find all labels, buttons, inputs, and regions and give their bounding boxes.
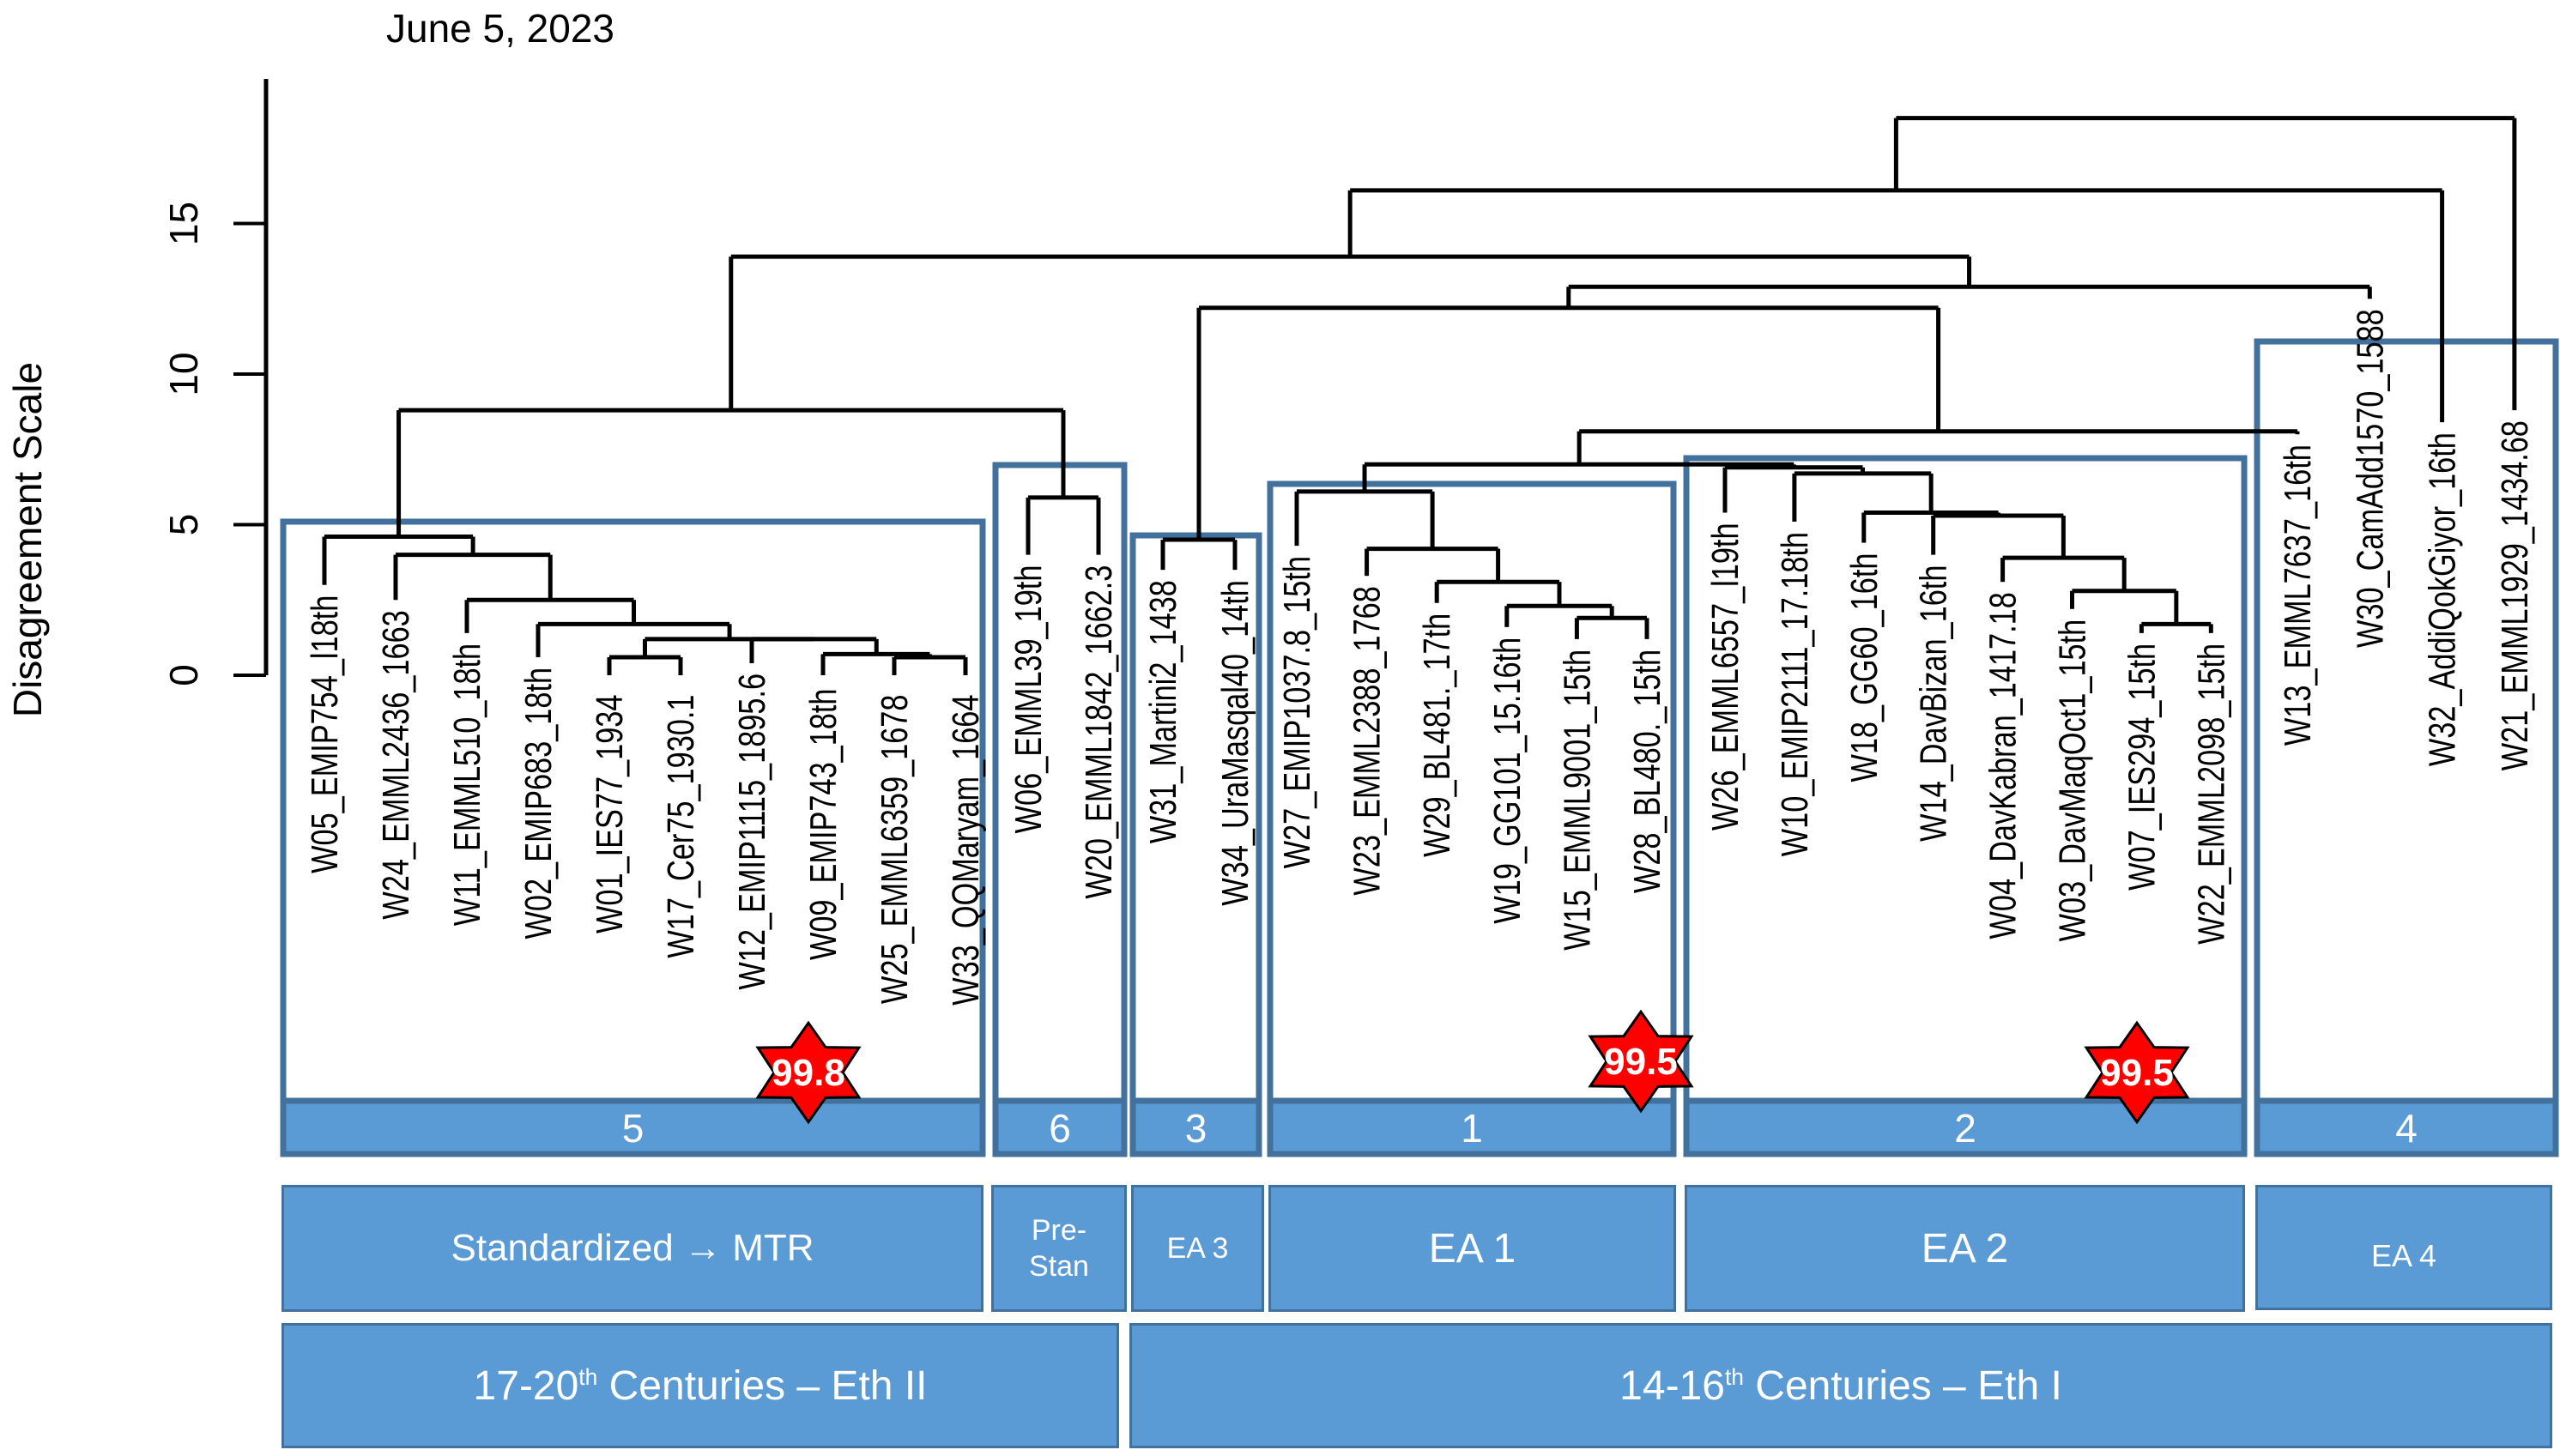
leaf-label: W20_EMML1842_1662.3 <box>1078 565 1120 899</box>
cluster-number-label: 4 <box>2395 1106 2418 1151</box>
leaf-label: W28_BL480._15th <box>1626 649 1668 893</box>
leaf-label: W18_GG60_16th <box>1843 553 1885 782</box>
group-band-label: EA 1 <box>1428 1225 1516 1272</box>
leaf-label: W04_DavKabran_1417.18 <box>1982 592 2024 939</box>
bootstrap-badge-value: 99.8 <box>772 1052 845 1094</box>
leaf-label: W07_IES294_15th <box>2121 643 2163 891</box>
group-band-label-line1: Pre- <box>1031 1213 1087 1247</box>
y-tick-label: 10 <box>161 352 206 396</box>
leaf-label: W21_EMML1929_1434.68 <box>2494 420 2536 770</box>
leaf-label: W34_UraMasqal40_14th <box>1214 580 1256 905</box>
leaf-label: W13_EMML7637_16th <box>2277 444 2319 746</box>
leaf-label: W31_Martini2_1438 <box>1142 580 1184 843</box>
cluster-number-bar-2 <box>1683 1097 2248 1157</box>
leaf-label: W02_EMIP683_18th <box>517 668 560 939</box>
date-label: June 5, 2023 <box>386 6 615 51</box>
leaf-label: W12_EMIP1115_1895.6 <box>731 674 773 990</box>
leaf-label: W11_EMML510_18th <box>446 643 488 926</box>
group-band-ea1: EA 1 <box>1268 1185 1676 1312</box>
group-band-label: EA 3 <box>1166 1231 1229 1265</box>
era-band-eth1: 14-16th Centuries – Eth I <box>1129 1323 2552 1448</box>
leaf-label: W23_EMML2388_1768 <box>1347 586 1389 895</box>
leaf-label: W06_EMML39_19th <box>1008 565 1050 834</box>
cluster-number-bar-6 <box>992 1097 1128 1157</box>
cluster-number-bar-1 <box>1267 1097 1677 1157</box>
leaf-label: W10_EMIP2111_17.18th <box>1774 532 1816 856</box>
cluster-number-label: 2 <box>1954 1106 1976 1151</box>
leaf-label: W09_EMIP743_18th <box>802 689 844 961</box>
cluster-number-bar-5 <box>280 1097 986 1157</box>
leaf-label: W29_BL481._17th <box>1416 613 1458 857</box>
era-band-label: 17-20th Centuries – Eth II <box>473 1362 928 1409</box>
era-band-eth2: 17-20th Centuries – Eth II <box>281 1323 1119 1448</box>
cluster-number-label: 1 <box>1461 1106 1483 1151</box>
leaf-label: W25_EMML6359_1678 <box>874 695 916 1004</box>
era-band-label: 14-16th Centuries – Eth I <box>1619 1362 2062 1409</box>
group-band-ea2: EA 2 <box>1685 1185 2245 1312</box>
cluster-number-label: 6 <box>1049 1106 1071 1151</box>
bootstrap-badge-star <box>2084 1020 2190 1125</box>
bootstrap-badge-star <box>1588 1009 1694 1114</box>
y-axis-label: Disagreement Scale <box>5 362 50 717</box>
leaf-label: W17_Cer75_1930.1 <box>660 695 702 958</box>
bootstrap-badge-value: 99.5 <box>2100 1052 2174 1094</box>
cluster-number-bar-4 <box>2254 1097 2559 1157</box>
leaf-label: W03_DavMaqOct1_15th <box>2051 619 2093 942</box>
group-band-label: EA 4 <box>2370 1238 2437 1273</box>
cluster-number-label: 5 <box>622 1106 645 1151</box>
leaf-label: W33_QQMaryam_1664 <box>945 695 987 1006</box>
group-band-label: Standardized → MTR <box>451 1227 814 1269</box>
leaf-label: W30_CamAdd1570_1588 <box>2349 309 2391 648</box>
leaf-label: W26_EMML6557_l19th <box>1704 523 1746 830</box>
leaf-label: W01_IES77_1934 <box>589 695 631 933</box>
leaf-label: W15_EMML9001_15th <box>1556 649 1598 951</box>
cluster-number-label: 3 <box>1185 1106 1207 1151</box>
group-band-ea3: EA 3 <box>1131 1185 1264 1312</box>
leaf-label: W14_DavBizan_16th <box>1913 565 1955 842</box>
leaf-label: W22_EMML2098_15th <box>2190 643 2232 945</box>
y-tick-label: 15 <box>161 202 206 245</box>
leaf-label: W19_GG101_15.16th <box>1486 637 1528 924</box>
group-band-pre-stan: Pre- Stan <box>991 1185 1127 1312</box>
leaf-label: W27_EMIP1037.8_15th <box>1276 556 1318 868</box>
cluster-number-bar-3 <box>1129 1097 1262 1157</box>
leaf-label: W24_EMML2436_1663 <box>375 610 417 919</box>
y-tick-label: 5 <box>161 514 206 536</box>
bootstrap-badge-value: 99.5 <box>1604 1041 1678 1083</box>
group-band-ea4: EA 4 <box>2255 1185 2552 1310</box>
group-band-standardized-mtr: Standardized → MTR <box>281 1185 983 1312</box>
y-tick-label: 0 <box>161 664 206 686</box>
leaf-label: W32_AddiQokGiyor_16th <box>2422 432 2464 766</box>
group-band-label-line2: Stan <box>1029 1250 1089 1283</box>
bootstrap-badge-star <box>755 1020 862 1125</box>
group-band-label: EA 2 <box>1921 1225 2009 1272</box>
leaf-label: W05_EMIP754_l18th <box>304 595 346 873</box>
